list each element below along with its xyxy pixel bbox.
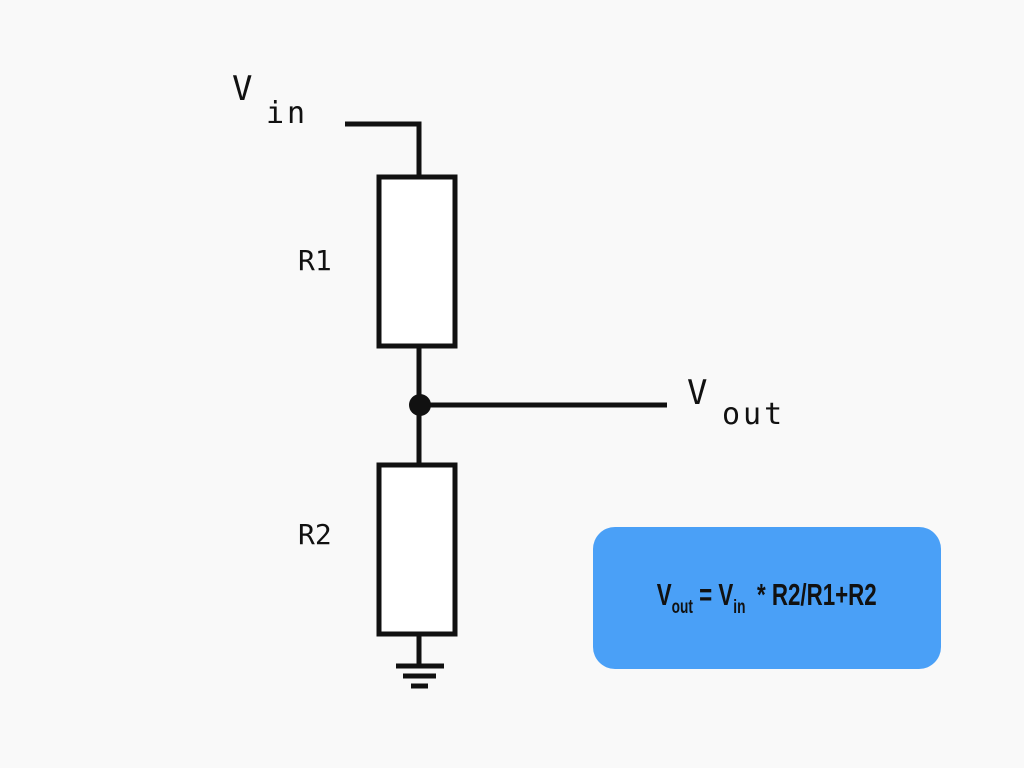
formula-vout: V [657, 577, 672, 612]
formula-vin-sub: in [733, 597, 746, 618]
ground-icon [396, 663, 444, 689]
formula-equals: = [693, 577, 719, 612]
formula-text: Vout = Vin * R2/R1+R2 [657, 577, 877, 619]
vout-label-main: V [687, 373, 708, 413]
r2-label: R2 [298, 518, 332, 551]
vin-wire [345, 121, 422, 177]
formula-vout-sub: out [671, 597, 694, 618]
vin-label-sub: in [266, 96, 309, 131]
r1-label: R1 [298, 244, 332, 277]
vin-label-main: V [232, 69, 253, 109]
vout-label-sub: out [722, 397, 786, 432]
resistor-r2 [376, 462, 458, 637]
formula-rest: * R2/R1+R2 [757, 577, 877, 612]
formula-box: Vout = Vin * R2/R1+R2 [593, 527, 941, 669]
resistor-r1 [376, 174, 458, 349]
formula-vin: V [718, 577, 734, 612]
